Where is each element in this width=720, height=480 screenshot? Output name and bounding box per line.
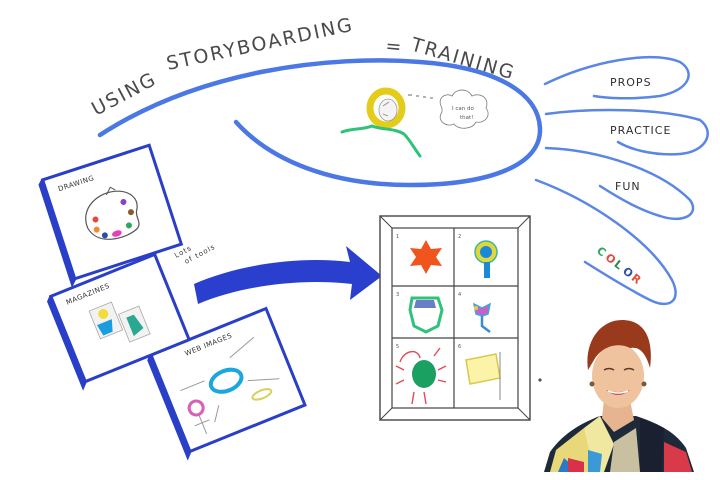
branch-practice: PRACTICE xyxy=(544,108,709,156)
flag-icon xyxy=(465,352,501,400)
paint-palette-icon xyxy=(85,186,140,240)
branch-props: PROPS xyxy=(543,56,690,100)
card-magazines: MAGAZINES xyxy=(47,252,192,391)
main-swoosh xyxy=(97,58,543,188)
branch-fun: FUN xyxy=(544,146,695,221)
cell-number: 1 xyxy=(396,234,399,240)
ribbon-badge-icon xyxy=(474,240,498,278)
presenter-photo xyxy=(544,312,694,472)
title-storyboarding: STORYBOARDING xyxy=(164,14,355,75)
branch-color: C O L O R xyxy=(534,178,677,306)
cell-number: 5 xyxy=(396,344,399,350)
magazine-clipping-icon xyxy=(88,301,151,343)
title-training: TRAINING xyxy=(408,33,518,84)
learner-figure-icon xyxy=(340,87,433,158)
branch-label-practice: PRACTICE xyxy=(610,124,671,137)
storyboard-frame: 1 2 3 4 5 6 xyxy=(379,215,531,421)
title-equals: = xyxy=(385,35,405,58)
cell-number: 4 xyxy=(458,292,461,298)
marker-dot xyxy=(538,378,542,382)
thought-line-1: I can do xyxy=(452,106,474,112)
thought-bubble: I can do that! xyxy=(439,89,489,129)
big-arrow-icon xyxy=(194,246,382,304)
title-using: USING xyxy=(88,68,161,121)
star-shape-icon xyxy=(410,240,442,274)
cell-number: 6 xyxy=(458,344,461,350)
shield-emblem-icon xyxy=(408,296,444,334)
butterfly-figure-icon xyxy=(472,302,492,333)
branch-label-color: C O L O R xyxy=(594,244,644,287)
card-drawing: DRAWING xyxy=(38,143,184,288)
cell-number: 3 xyxy=(396,292,399,298)
cell-number: 2 xyxy=(458,234,461,240)
branch-label-props: PROPS xyxy=(610,76,652,89)
presenter-portrait-icon xyxy=(544,320,694,472)
mindmap-sketch-icon xyxy=(180,336,280,435)
thought-line-2: that! xyxy=(460,115,473,121)
sun-head-icon xyxy=(395,347,447,405)
card-web-images: WEB IMAGES xyxy=(147,306,307,461)
branch-label-fun: FUN xyxy=(615,180,641,193)
